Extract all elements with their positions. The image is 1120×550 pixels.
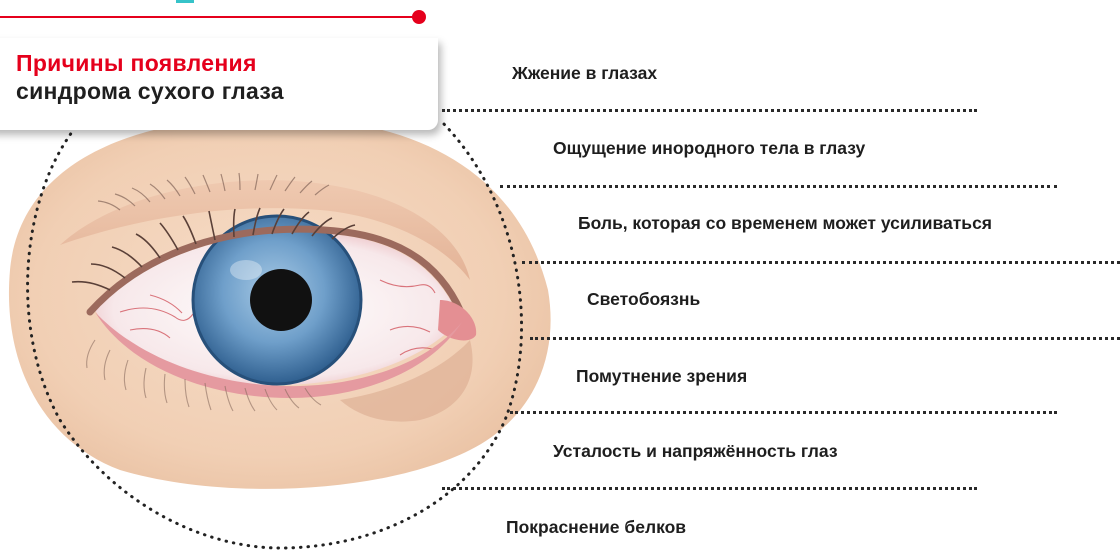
tear-duct	[438, 300, 477, 341]
upper-lashes	[71, 207, 356, 291]
title-line-2: синдрома сухого глаза	[16, 78, 284, 104]
title-card: Причины появления синдрома сухого глаза	[0, 38, 438, 130]
symptom-label-6: Усталость и напряжённость глаз	[553, 441, 838, 461]
symptom-label-4: Светобоязнь	[587, 289, 701, 309]
leader-line-4	[530, 337, 1120, 340]
pupil	[250, 269, 312, 331]
lower-lid	[95, 312, 462, 398]
iris-rim	[191, 214, 363, 386]
fold-lashes	[97, 172, 330, 211]
teal-tick	[176, 0, 194, 3]
leader-line-6	[442, 487, 977, 490]
symptom-label-2: Ощущение инородного тела в глазу	[553, 138, 866, 158]
red-veins	[119, 279, 436, 356]
leader-line-1	[442, 109, 977, 112]
symptom-label-5: Помутнение зрения	[576, 366, 748, 386]
lower-lid-shadow	[340, 340, 473, 422]
symptom-label-7: Покраснение белков	[506, 517, 687, 537]
eyelid-fold	[60, 180, 470, 280]
leader-line-5	[510, 411, 1057, 414]
leader-line-2	[500, 185, 1057, 188]
upper-lid-edge	[86, 225, 469, 326]
leader-line-3	[522, 261, 1120, 264]
top-red-dot	[412, 10, 426, 24]
dotted-eye-outline	[26, 118, 524, 550]
iris-highlight	[230, 260, 262, 280]
top-red-rule	[0, 16, 418, 18]
lower-lashes	[86, 339, 322, 412]
symptom-label-1: Жжение в глазах	[512, 63, 658, 83]
symptom-label-3: Боль, которая со временем может усиливат…	[578, 213, 993, 233]
title-line-1: Причины появления	[16, 50, 257, 76]
